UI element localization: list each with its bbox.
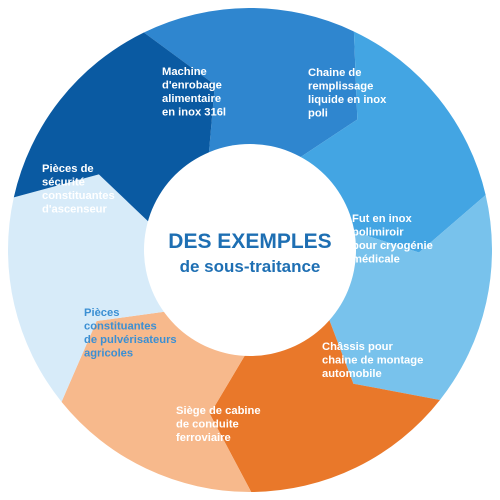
segment-label-line: constituantes (42, 190, 115, 202)
segment-label-line: d'ascenseur (42, 204, 107, 216)
segment-label-line: de pulvérisateurs (84, 334, 177, 346)
segment-label-line: poli (308, 108, 328, 120)
segment-label-line: Fut en inox (352, 213, 412, 225)
segment-ascenseur (13, 32, 215, 230)
segment-label-line: remplissage (308, 81, 373, 93)
segment-label-line: de conduite (176, 419, 239, 431)
segment-label-line: sécurité (42, 177, 85, 189)
center-circle (144, 144, 356, 356)
segment-label-line: ferroviaire (176, 432, 231, 444)
segment-label-line: Pièces de (42, 163, 94, 175)
segment-siege-cabine (61, 310, 252, 493)
segment-fut-inox (325, 194, 492, 400)
center-title: DES EXEMPLES (168, 230, 331, 253)
segment-label-line: automobile (322, 368, 382, 380)
segment-label-line: Pièces (84, 307, 119, 319)
segment-label-line: Châssis pour (322, 341, 394, 353)
segment-chassis (209, 309, 440, 492)
segment-label-line: constituantes (84, 321, 157, 333)
segment-label-line: Machine (162, 66, 207, 78)
segment-label-line: alimentaire (162, 93, 221, 105)
segment-label-line: d'enrobage (162, 80, 222, 92)
segment-label-line: liquide en inox (308, 94, 387, 106)
center-subtitle: de sous-traitance (180, 257, 321, 276)
segment-pulverisateurs (7, 174, 176, 402)
segment-label-line: agricoles (84, 348, 133, 360)
segment-label-line: en inox 316l (162, 107, 226, 119)
segment-label-line: Chaine de (308, 67, 361, 79)
segment-label-line: pour cryogénie (352, 240, 433, 252)
segment-label-line: chaine de montage (322, 355, 423, 367)
segment-label-line: Siège de cabine (176, 405, 261, 417)
segment-machine-enrobage (143, 7, 358, 164)
segment-label-line: polimiroir (352, 227, 404, 239)
segment-label-line: médicale (352, 254, 400, 266)
